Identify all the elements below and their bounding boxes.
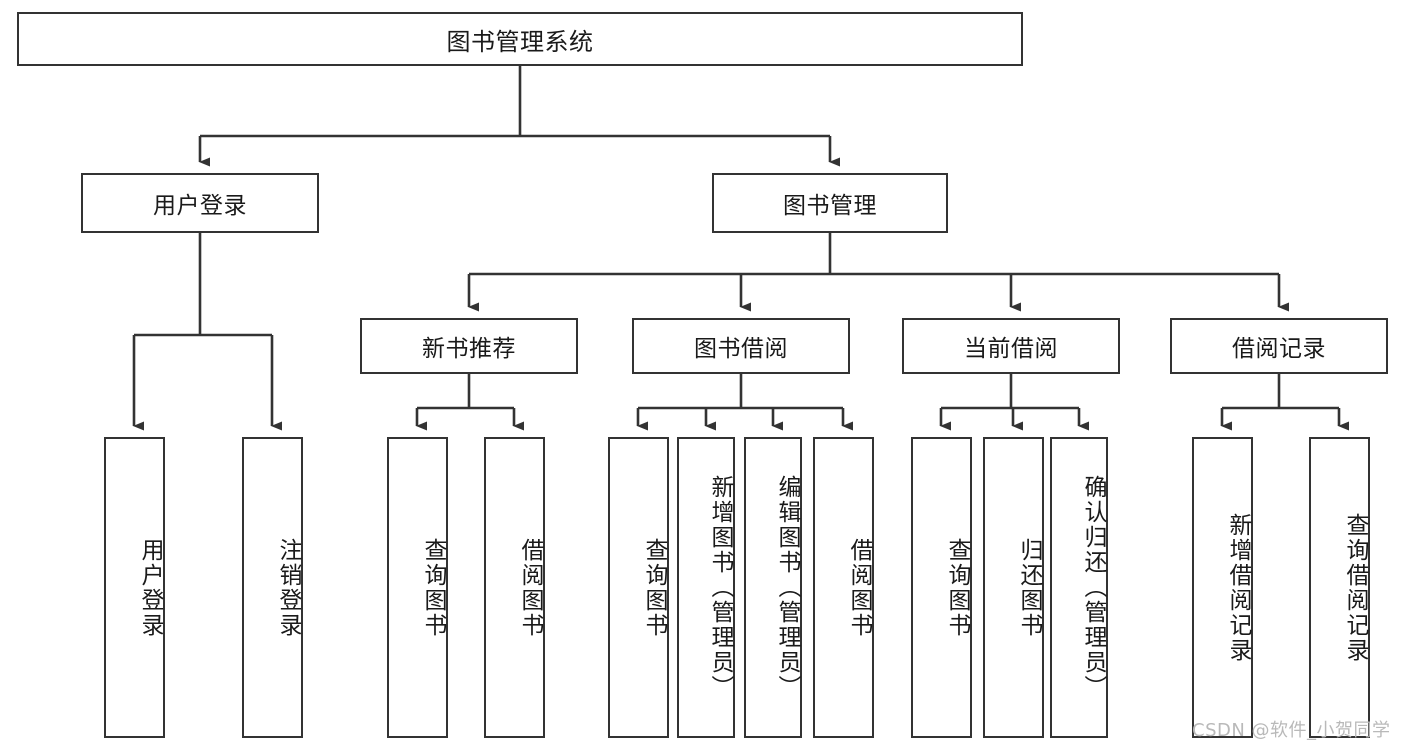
node-label: 当前借阅 — [964, 336, 1058, 362]
node-label: 新增图书（管理员） — [707, 475, 733, 700]
node-book-borrow[interactable]: 图书借阅 — [632, 318, 850, 374]
node-leaf-return-book[interactable]: 归还图书 — [983, 437, 1044, 738]
node-borrow-record[interactable]: 借阅记录 — [1170, 318, 1388, 374]
node-leaf-query-book-current[interactable]: 查询图书 — [911, 437, 972, 738]
node-leaf-logout[interactable]: 注销登录 — [242, 437, 303, 738]
node-label: 借阅记录 — [1232, 336, 1326, 362]
node-label: 查询借阅记录 — [1342, 512, 1368, 663]
node-leaf-borrow-book-recommend[interactable]: 借阅图书 — [484, 437, 545, 738]
node-leaf-edit-book-admin[interactable]: 编辑图书（管理员） — [744, 437, 802, 738]
node-label: 注销登录 — [275, 537, 301, 638]
node-root-book-management-system[interactable]: 图书管理系统 — [17, 12, 1023, 66]
node-label: 查询图书 — [944, 537, 970, 638]
node-leaf-confirm-return-admin[interactable]: 确认归还（管理员） — [1050, 437, 1108, 738]
node-new-book-recommend[interactable]: 新书推荐 — [360, 318, 578, 374]
node-label: 编辑图书（管理员） — [774, 475, 800, 700]
node-label: 确认归还（管理员） — [1080, 475, 1106, 700]
node-label: 借阅图书 — [846, 537, 872, 638]
node-label: 新书推荐 — [422, 336, 516, 362]
node-leaf-query-book-recommend[interactable]: 查询图书 — [387, 437, 448, 738]
node-label: 查询图书 — [420, 537, 446, 638]
node-label: 图书借阅 — [694, 336, 788, 362]
node-leaf-user-login[interactable]: 用户登录 — [104, 437, 165, 738]
node-current-borrow[interactable]: 当前借阅 — [902, 318, 1120, 374]
node-label: 用户登录 — [137, 537, 163, 638]
node-book-management[interactable]: 图书管理 — [712, 173, 948, 233]
node-label: 图书管理 — [783, 193, 877, 219]
node-leaf-query-borrow-record[interactable]: 查询借阅记录 — [1309, 437, 1370, 738]
node-leaf-add-borrow-record[interactable]: 新增借阅记录 — [1192, 437, 1253, 738]
node-label: 借阅图书 — [517, 537, 543, 638]
node-leaf-borrow-book[interactable]: 借阅图书 — [813, 437, 874, 738]
csdn-watermark: CSDN @软件_小贺同学 — [1192, 720, 1391, 741]
node-leaf-query-book-borrow[interactable]: 查询图书 — [608, 437, 669, 738]
node-label: 新增借阅记录 — [1225, 512, 1251, 663]
node-label: 归还图书 — [1016, 537, 1042, 638]
node-leaf-add-book-admin[interactable]: 新增图书（管理员） — [677, 437, 735, 738]
node-label: 图书管理系统 — [446, 27, 594, 56]
node-label: 用户登录 — [153, 193, 247, 219]
node-label: 查询图书 — [641, 537, 667, 638]
node-user-login[interactable]: 用户登录 — [81, 173, 319, 233]
